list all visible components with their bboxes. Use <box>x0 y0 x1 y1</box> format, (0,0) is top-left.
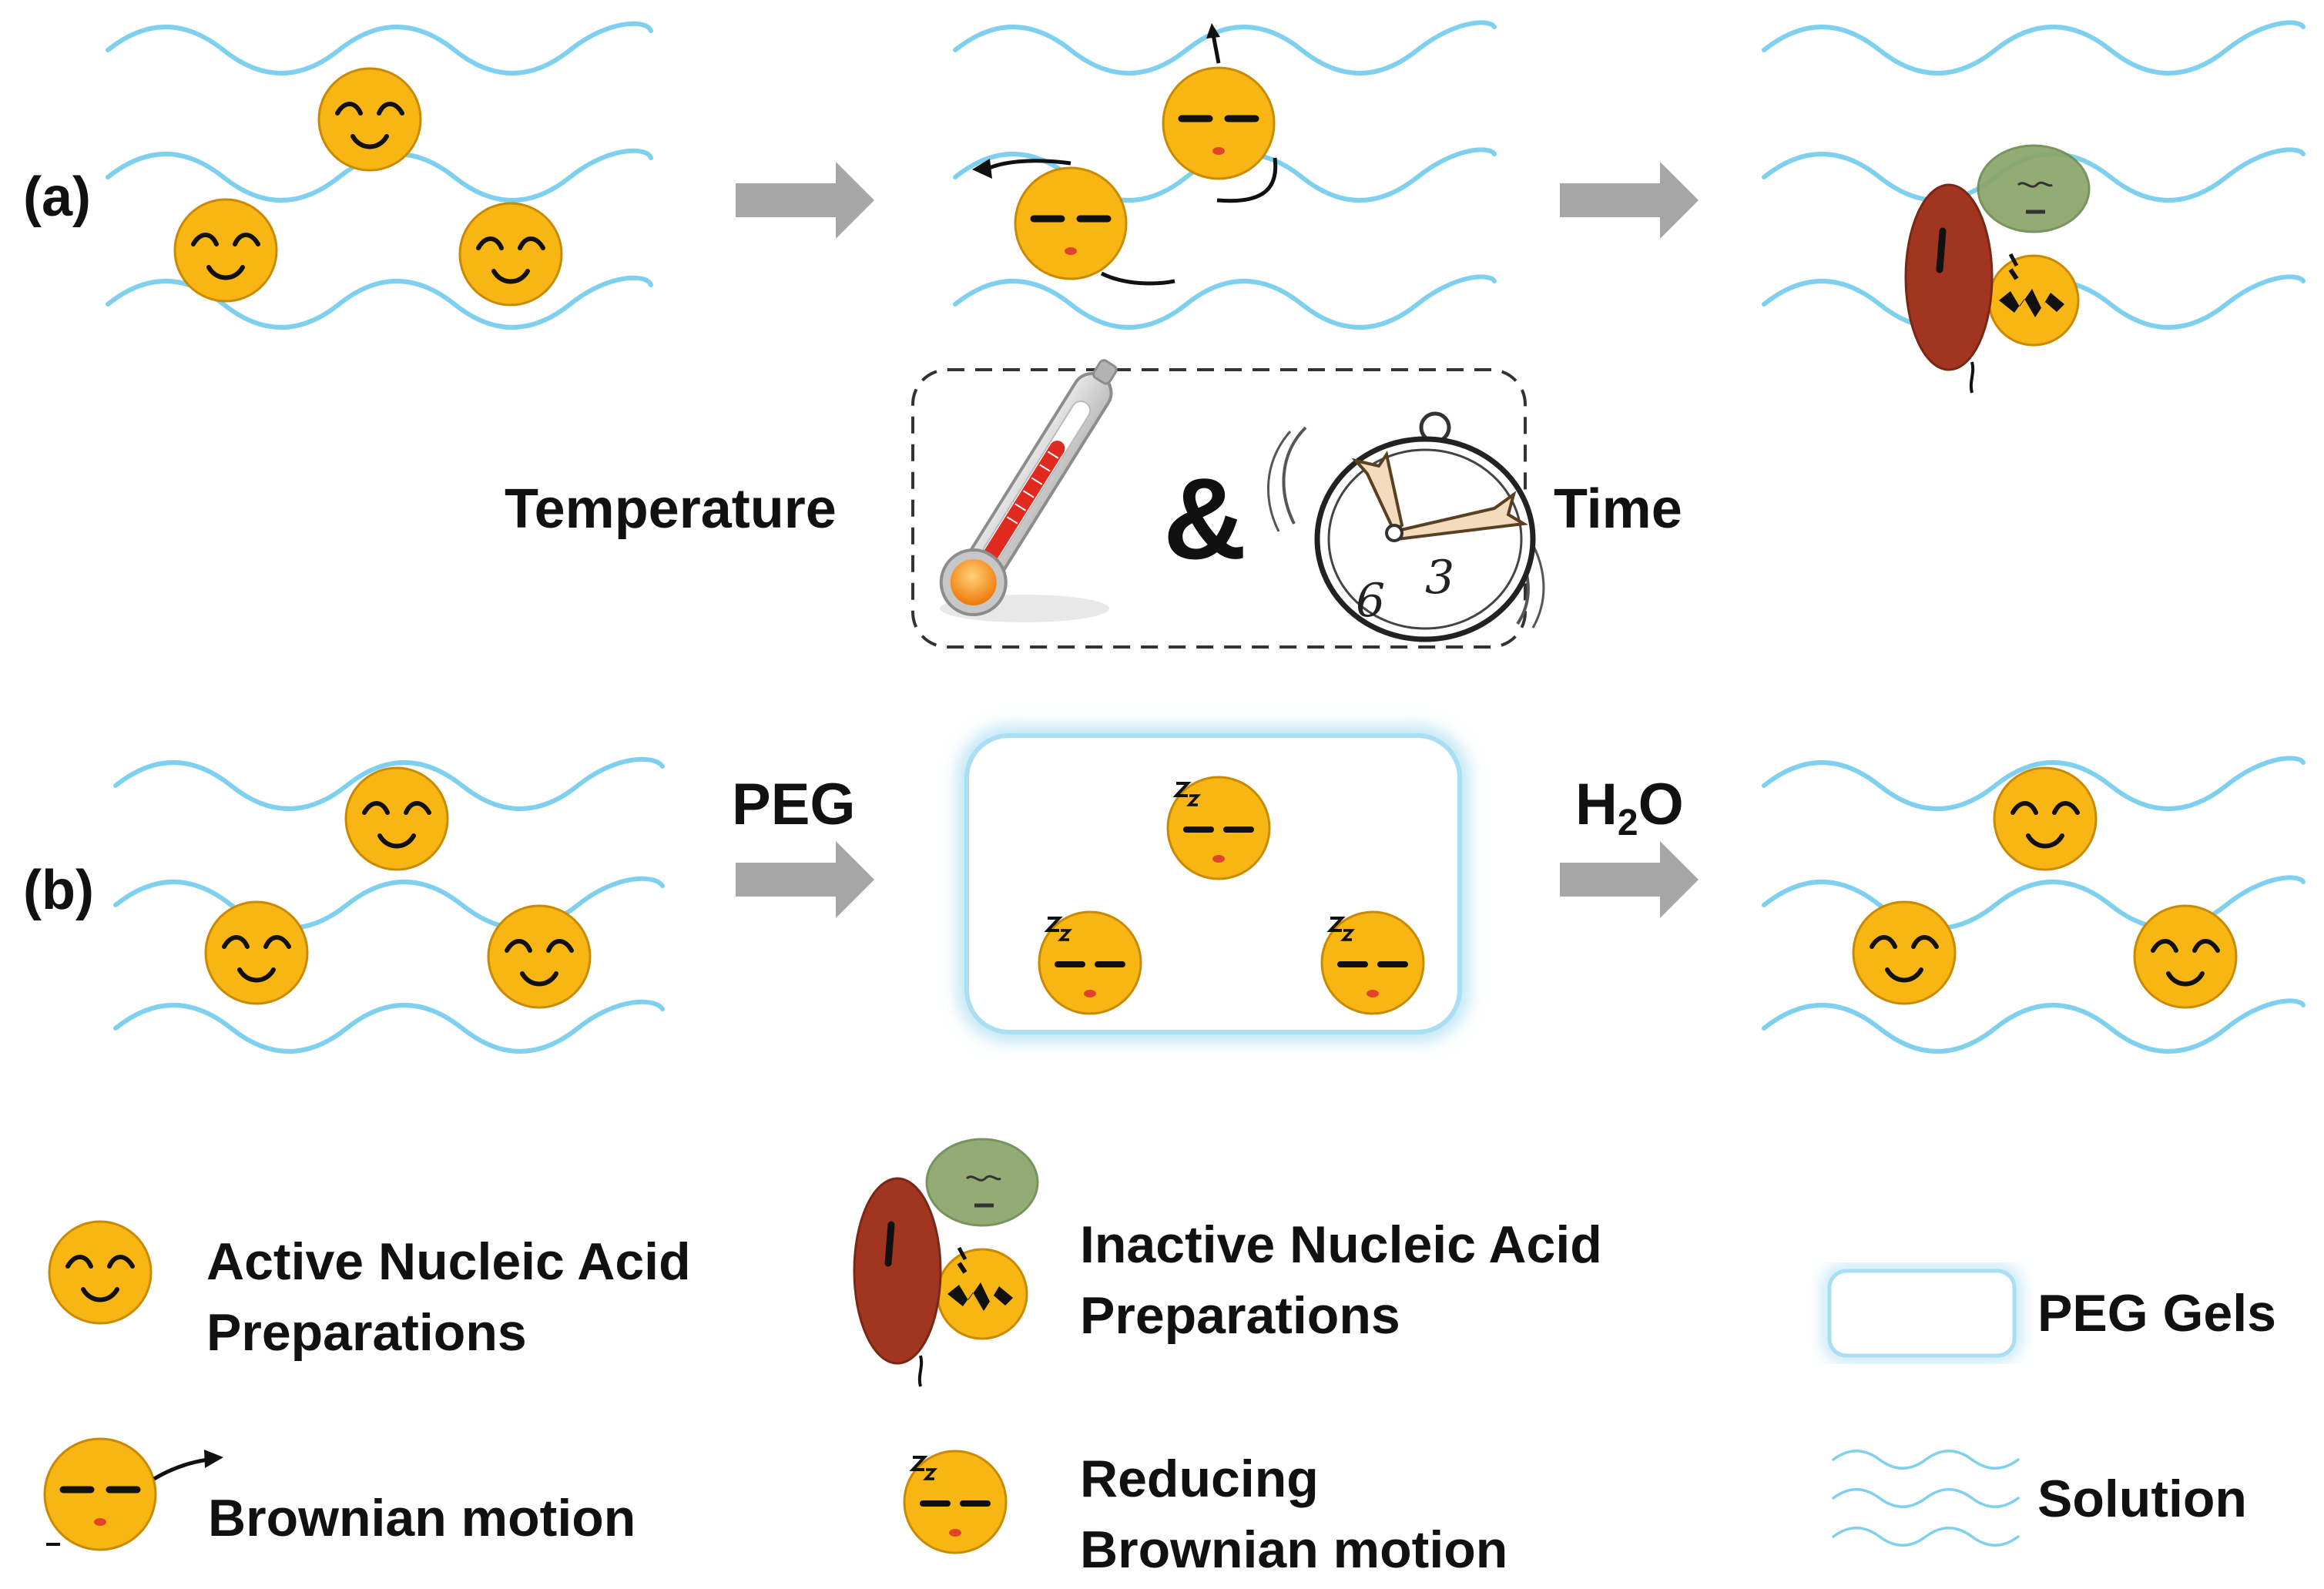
panel-a-inactive-solution <box>1762 20 2306 393</box>
active-nucleic-acid-face <box>488 906 590 1007</box>
ampersand: & <box>1163 454 1246 583</box>
active-nucleic-acid-face <box>206 902 307 1004</box>
temperature-label: Temperature <box>505 478 837 540</box>
arrow-b2 <box>1560 841 1699 918</box>
stopwatch-icon: 6 3 <box>1267 411 1545 642</box>
panel-a-brownian-solution <box>953 20 1497 330</box>
reducing-brownian-face <box>1039 912 1141 1014</box>
motion-arrow <box>984 159 1071 172</box>
motion-arrow <box>1211 34 1221 64</box>
h2o-subscript: 2 <box>1618 803 1638 843</box>
active-nucleic-acid-face <box>2135 906 2236 1007</box>
active-nucleic-acid-face <box>346 768 448 870</box>
inactive-nucleic-acid-cluster <box>1906 146 2089 393</box>
brownian-motion-face <box>1163 68 1274 179</box>
solution-wave <box>1762 20 2306 75</box>
motion-trail <box>1216 157 1278 203</box>
clock-number-6: 6 <box>1356 574 1385 628</box>
motion-trail <box>1100 271 1175 286</box>
panel-b-label: (b) <box>23 860 94 921</box>
legend-solution-icon <box>1832 1450 2020 1547</box>
solution-wave <box>113 756 665 811</box>
solution-wave <box>106 21 653 75</box>
active-nucleic-acid-face <box>1994 768 2096 870</box>
legend-reducing-icon <box>904 1451 1006 1553</box>
legend-reducing-line1: Reducing <box>1080 1450 1319 1508</box>
arrow-a2 <box>1560 162 1699 239</box>
solution-wave <box>1762 756 2306 811</box>
peg-gel-box <box>957 726 1470 1042</box>
legend-peg-gels-label: PEG Gels <box>2037 1284 2276 1343</box>
solution-wave <box>953 274 1497 330</box>
legend-solution-label: Solution <box>2037 1470 2247 1528</box>
panel-b-initial-solution <box>113 756 665 1054</box>
legend-active-line2: Preparations <box>206 1303 527 1362</box>
reducing-brownian-face <box>1168 777 1269 879</box>
legend-reducing-label: Reducing Brownian motion <box>1080 1443 1507 1585</box>
active-nucleic-acid-face <box>175 199 277 301</box>
solution-wave <box>113 876 665 930</box>
solution-wave <box>1762 998 2306 1054</box>
legend-active-label: Active Nucleic Acid Preparations <box>206 1226 691 1368</box>
time-label: Time <box>1554 478 1682 540</box>
motion-arrowhead <box>972 159 992 179</box>
solution-wave <box>113 999 665 1054</box>
panel-a-label: (a) <box>23 166 91 228</box>
h2o-h: H <box>1575 772 1618 837</box>
h2o-step-label: H2O <box>1575 772 1684 843</box>
legend-brownian-icon <box>45 1439 223 1550</box>
panel-b-restored-solution <box>1762 756 2306 1054</box>
arrow-b1 <box>736 841 874 918</box>
legend-reducing-line2: Brownian motion <box>1080 1520 1508 1579</box>
legend <box>45 1139 2021 1553</box>
active-nucleic-acid-face <box>319 69 421 170</box>
motion-arrowhead <box>1206 23 1220 39</box>
h2o-o: O <box>1638 772 1684 837</box>
brownian-motion-face <box>1015 168 1126 279</box>
thermometer-icon <box>939 359 1118 622</box>
active-nucleic-acid-face <box>460 203 562 305</box>
active-nucleic-acid-face <box>1853 902 1955 1004</box>
panel-a-initial-solution <box>106 21 653 330</box>
legend-peg-gel-icon <box>1823 1264 2021 1363</box>
legend-active-icon <box>49 1222 151 1323</box>
arrow-a1 <box>736 162 874 239</box>
peg-step-label: PEG <box>732 772 856 837</box>
legend-active-line1: Active Nucleic Acid <box>206 1232 691 1291</box>
legend-brownian-label: Brownian motion <box>208 1489 636 1547</box>
solution-wave <box>953 20 1497 75</box>
legend-inactive-line1: Inactive Nucleic Acid <box>1080 1215 1602 1274</box>
legend-inactive-icon <box>854 1139 1038 1386</box>
reducing-brownian-face <box>1322 912 1424 1014</box>
legend-inactive-label: Inactive Nucleic Acid Preparations <box>1080 1209 1602 1351</box>
legend-inactive-line2: Preparations <box>1080 1286 1400 1345</box>
solution-wave <box>1762 875 2306 930</box>
clock-number-3: 3 <box>1425 551 1454 605</box>
